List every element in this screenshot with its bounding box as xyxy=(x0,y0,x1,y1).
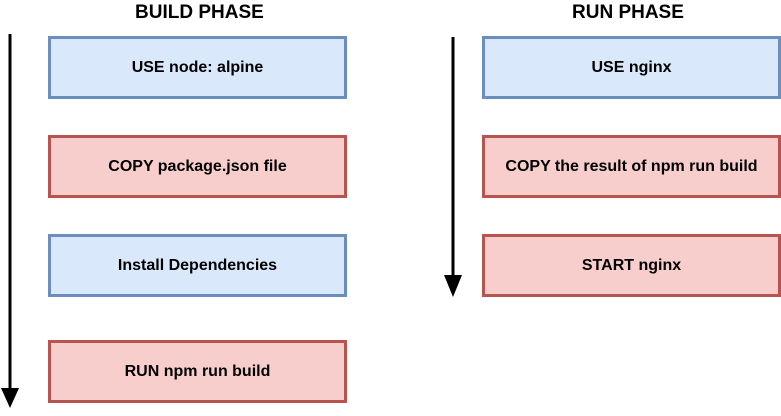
build-step-use-node-alpine: USE node: alpine xyxy=(48,36,347,99)
build-step-install-dependencies: Install Dependencies xyxy=(48,234,347,297)
run-timeline-arrow xyxy=(444,37,462,297)
build-step-run-npm-build: RUN npm run build xyxy=(48,340,347,403)
run-step-copy-build-result: COPY the result of npm run build xyxy=(482,135,781,198)
build-step-copy-package-json: COPY package.json file xyxy=(48,135,347,198)
build-timeline-arrow xyxy=(1,34,19,408)
build-phase-title: BUILD PHASE xyxy=(135,2,264,23)
run-step-start-nginx: START nginx xyxy=(482,234,781,297)
run-phase-title: RUN PHASE xyxy=(572,2,684,23)
run-step-use-nginx: USE nginx xyxy=(482,36,781,99)
